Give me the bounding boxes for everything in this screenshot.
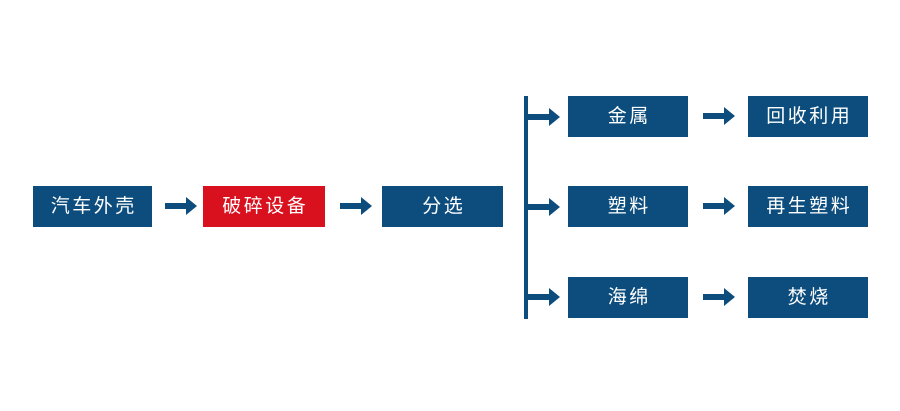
node-incineration[interactable]: 焚烧: [748, 277, 868, 318]
arrow-shell-to-crusher: [165, 195, 197, 217]
node-crushing-equipment[interactable]: 破碎设备: [203, 186, 325, 227]
three-way-split-connector: [524, 96, 564, 319]
node-metal[interactable]: 金属: [568, 96, 688, 137]
arrow-crusher-to-sorting: [340, 195, 372, 217]
arrow-metal-to-recycle: [703, 105, 735, 127]
node-recycling-reuse[interactable]: 回收利用: [748, 96, 868, 137]
arrow-plastic-to-recycled-plastic: [703, 195, 735, 217]
arrow-sponge-to-incineration: [703, 286, 735, 308]
node-plastic[interactable]: 塑料: [568, 186, 688, 227]
node-recycled-plastic[interactable]: 再生塑料: [748, 186, 868, 227]
node-car-shell[interactable]: 汽车外壳: [33, 186, 152, 227]
node-sorting[interactable]: 分选: [382, 186, 503, 227]
node-sponge[interactable]: 海绵: [568, 277, 688, 318]
